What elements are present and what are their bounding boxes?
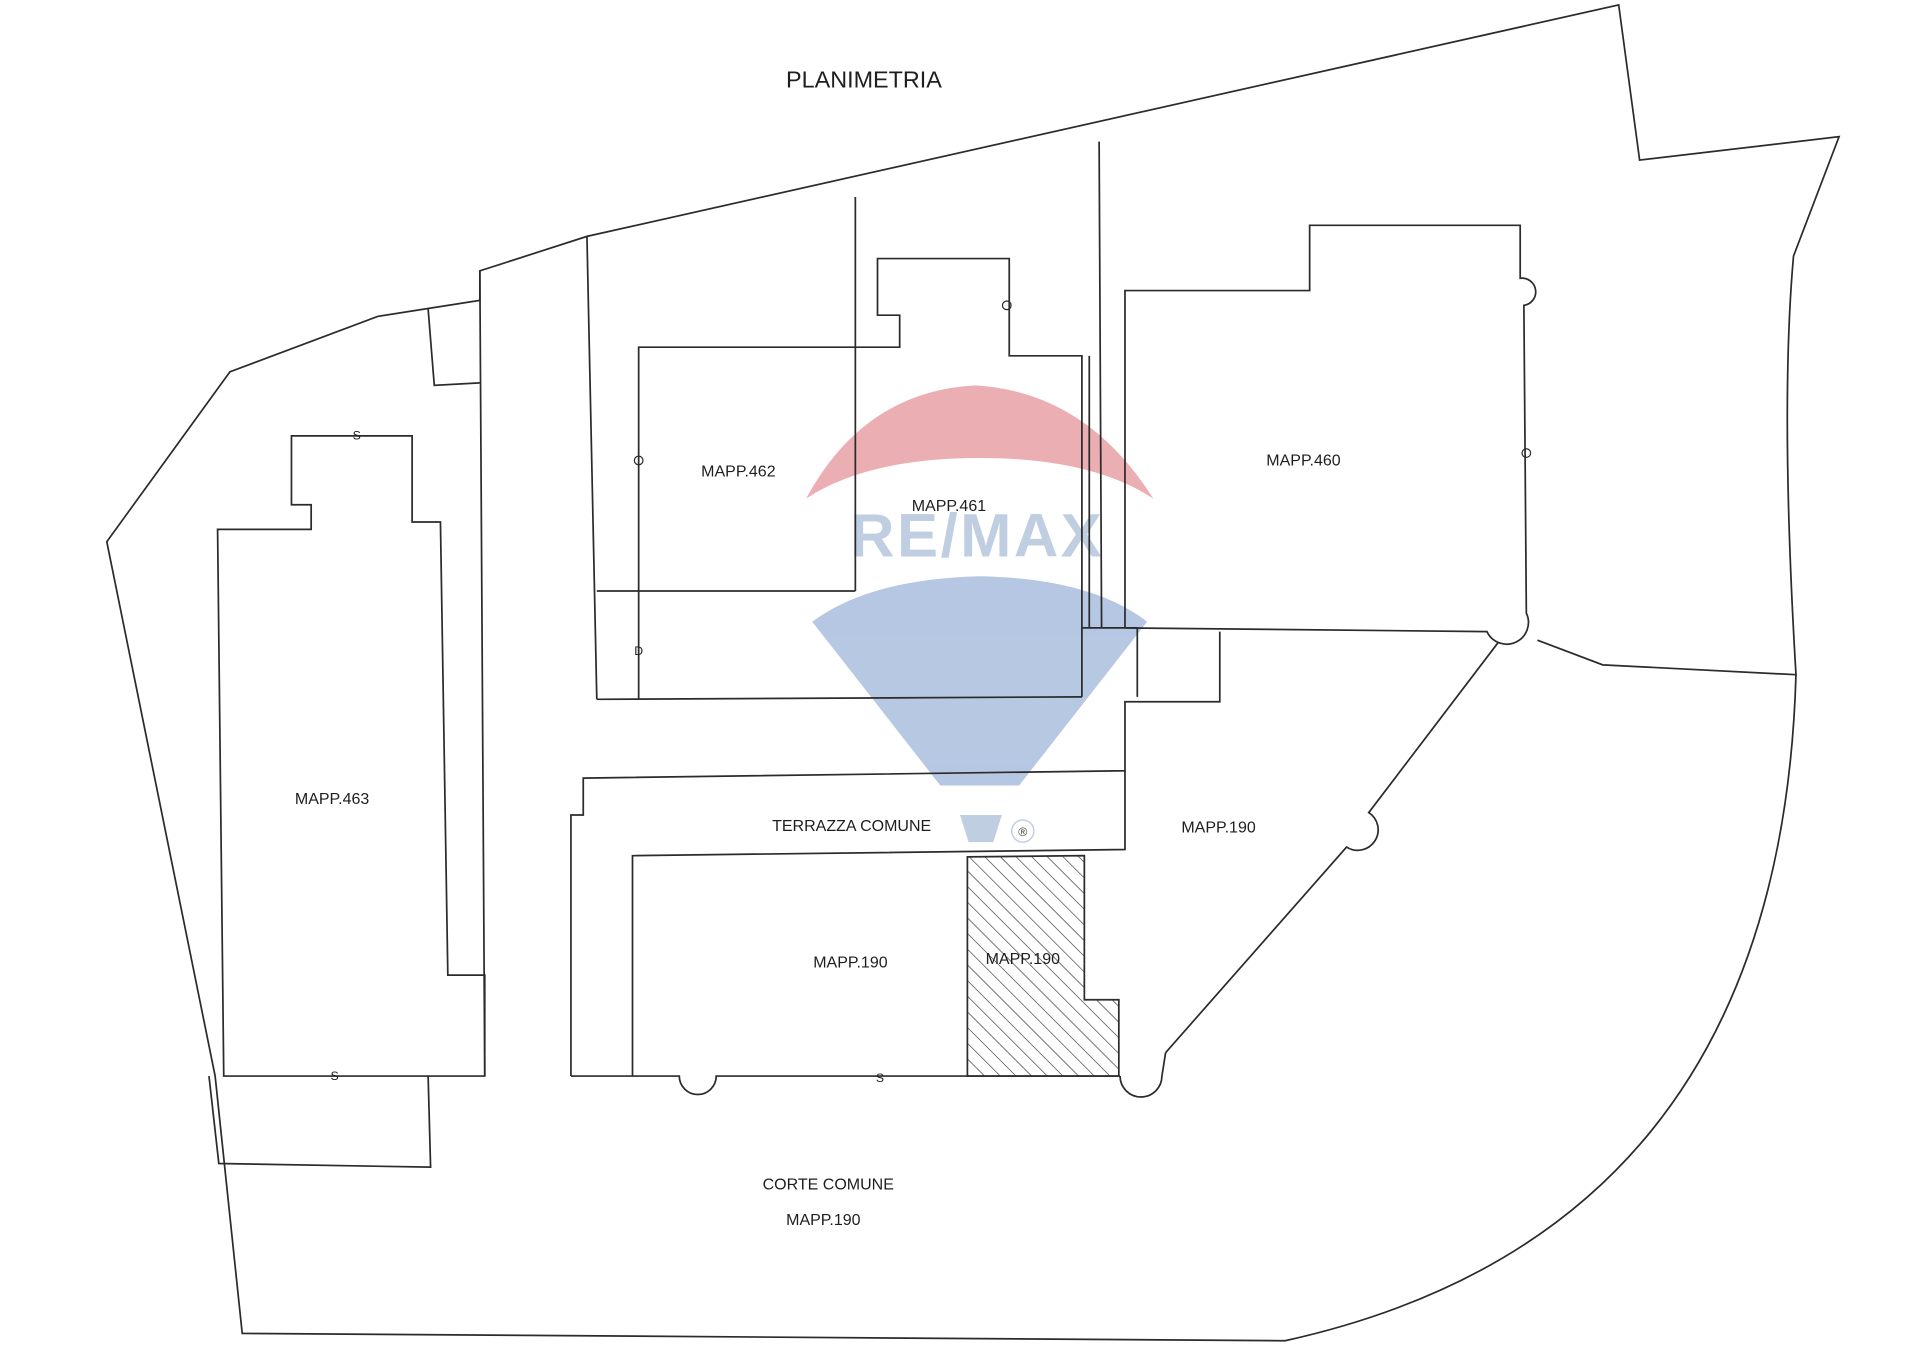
marker-circle-461: [1001, 300, 1012, 311]
registered-mark: ®: [1018, 825, 1027, 839]
building-460: [1124, 224, 1537, 645]
watermark-text: RE/MAX: [850, 501, 1104, 570]
internal-boundaries: [427, 141, 1797, 1077]
hatched-area: [966, 854, 1120, 1077]
label-corte-comune: CORTE COMUNE: [763, 1176, 894, 1193]
label-mapp-190-east: MAPP.190: [1181, 819, 1256, 836]
balloon-top-red: [806, 385, 1154, 499]
label-terrazza-comune: TERRAZZA COMUNE: [772, 818, 931, 835]
label-mapp-460: MAPP.460: [1266, 452, 1341, 469]
registered-circle: [1010, 819, 1035, 843]
remax-watermark-logo: RE/MAX ®: [806, 385, 1154, 843]
annex-south-463: [208, 1075, 432, 1169]
page-title: PLANIMETRIA: [786, 66, 942, 92]
marker-circle-462: [633, 455, 644, 466]
label-mapp-463: MAPP.463: [295, 791, 370, 808]
balloon-basket: [960, 815, 1002, 843]
marker-s-190-bottom: S: [876, 1071, 884, 1085]
marker-circle-460: [1521, 448, 1532, 459]
marker-s-463-bottom: S: [330, 1069, 338, 1083]
boundary-markers: S S S D: [330, 300, 1532, 1085]
marker-d-462: D: [634, 644, 643, 658]
label-mapp-462: MAPP.462: [701, 463, 776, 480]
label-mapp-190-hatched: MAPP.190: [986, 951, 1061, 968]
central-block-190: [570, 631, 1221, 1098]
marker-s-463-top: S: [353, 429, 361, 443]
building-463: [216, 434, 486, 1077]
site-boundary: [105, 3, 1841, 1342]
building-462-461: [596, 257, 1139, 701]
diagonal-wall: [1164, 642, 1499, 1054]
balloon-bottom-blue: [812, 576, 1148, 786]
label-mapp-190-unit: MAPP.190: [813, 955, 888, 972]
label-corte-mapp-190: MAPP.190: [786, 1212, 861, 1229]
label-mapp-461: MAPP.461: [912, 498, 987, 515]
